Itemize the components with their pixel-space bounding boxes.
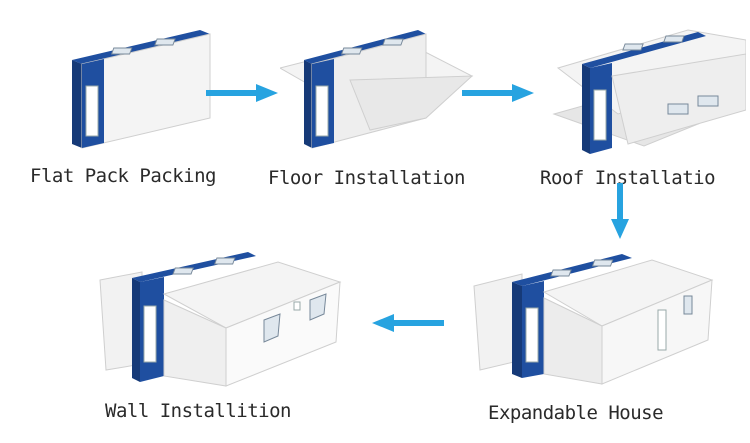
step-label-wall: Wall Installition (105, 400, 291, 422)
floor-illustration (280, 30, 474, 149)
step-label-floor: Floor Installation (268, 167, 465, 189)
wall-illustration (99, 252, 342, 387)
expandable-house-illustration (473, 254, 714, 385)
roof-illustration (552, 29, 746, 154)
arrow-right-2 (462, 84, 534, 102)
flat-pack-illustration (72, 30, 211, 149)
step-label-flat-pack: Flat Pack Packing (30, 165, 216, 187)
arrow-down (611, 183, 629, 239)
step-label-expandable: Expandable House (488, 402, 664, 424)
step-label-roof: Roof Installatio (540, 167, 716, 189)
arrow-left (372, 314, 444, 332)
arrow-right-1 (206, 84, 278, 102)
